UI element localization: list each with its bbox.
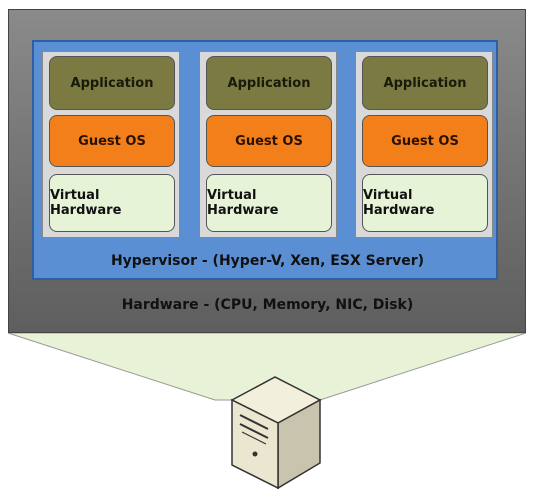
application-block: Application	[206, 56, 332, 110]
virtual-machine-2: Application Guest OS Virtual Hardware	[199, 51, 337, 238]
virtual-hardware-block: Virtual Hardware	[362, 174, 488, 232]
guest-os-block: Guest OS	[49, 115, 175, 167]
application-block: Application	[362, 56, 488, 110]
hardware-label: Hardware - (CPU, Memory, NIC, Disk)	[121, 297, 414, 313]
virtual-machine-1: Application Guest OS Virtual Hardware	[42, 51, 180, 238]
guest-os-block: Guest OS	[206, 115, 332, 167]
virtual-hardware-block: Virtual Hardware	[206, 174, 332, 232]
guest-os-block: Guest OS	[362, 115, 488, 167]
virtual-hardware-block: Virtual Hardware	[49, 174, 175, 232]
virtual-machine-3: Application Guest OS Virtual Hardware	[355, 51, 493, 238]
hypervisor-label: Hypervisor - (Hyper-V, Xen, ESX Server)	[110, 253, 425, 269]
application-block: Application	[49, 56, 175, 110]
